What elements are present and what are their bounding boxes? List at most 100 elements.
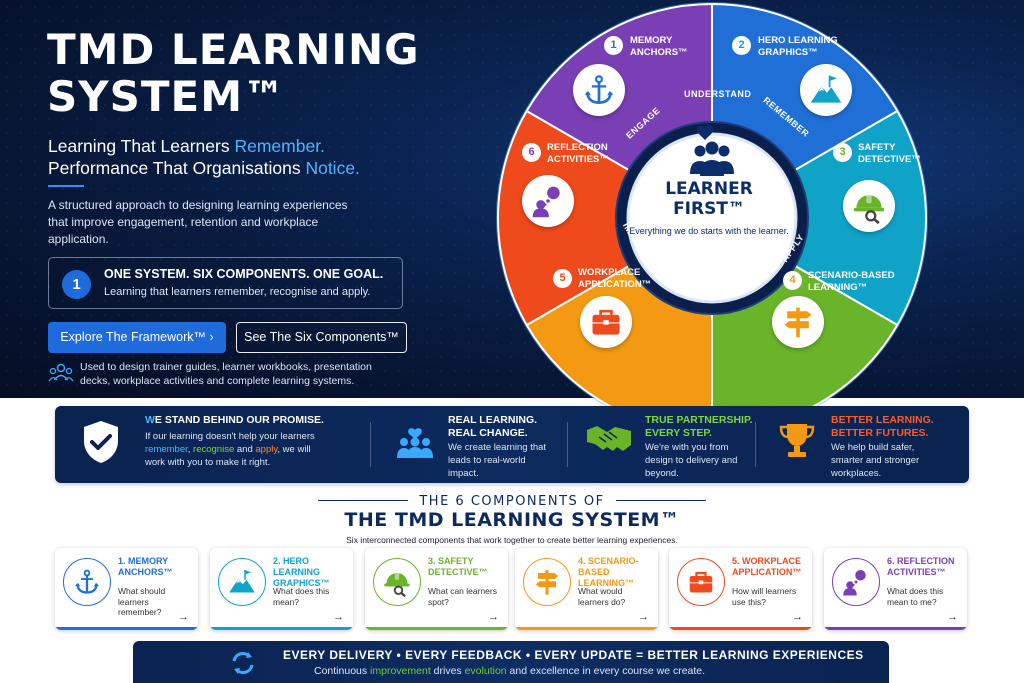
component-card-2[interactable]: 2. HERO LEARNING GRAPHICS™ What does thi…: [210, 548, 353, 630]
ring-word-understand: UNDERSTAND: [684, 89, 752, 99]
segment-label-5[interactable]: WORKPLACE APPLICATION™: [578, 267, 651, 291]
segment-icon-badge-1[interactable]: [573, 64, 625, 116]
segment-label-3[interactable]: SAFETY DETECTIVE™: [858, 142, 921, 166]
segment-label-line1: WORKPLACE: [578, 267, 641, 278]
card-question: What can learners spot?: [428, 586, 497, 607]
promise-and: and: [234, 444, 256, 455]
goal-title: ONE SYSTEM. SIX COMPONENTS. ONE GOAL.: [104, 267, 384, 281]
briefcase-icon: [689, 571, 713, 593]
center-title: LEARNER FIRST™: [616, 179, 802, 219]
goal-text: Learning that learners remember, recogni…: [104, 286, 371, 298]
promise-text-line1: If our learning doesn't help your learne…: [145, 431, 315, 442]
segment-number-3: 3: [833, 143, 852, 162]
promise-item-3-title-line1: BETTER LEARNING.: [831, 414, 934, 426]
signpost-icon: [535, 570, 559, 595]
mountain-flag-icon: [229, 570, 255, 593]
card-icon-badge: [523, 558, 571, 606]
promise-item-1-title-line2: REAL CHANGE.: [448, 427, 528, 439]
segment-label-line2: DETECTIVE™: [858, 154, 921, 165]
card-title-line1: 6. REFLECTION: [887, 556, 955, 566]
promise-bar: WE STAND BEHIND OUR PROMISE. If our lear…: [55, 406, 969, 483]
promise-title-initial: W: [145, 414, 155, 426]
promise-main-text: If our learning doesn't help your learne…: [145, 430, 405, 469]
card-title: 5. WORKPLACE APPLICATION™: [732, 556, 810, 578]
center-title-line1: LEARNER: [665, 179, 753, 199]
hero-divider: [48, 185, 84, 187]
card-accent-bar: [365, 627, 508, 630]
card-accent-bar: [515, 627, 658, 630]
segment-label-line2: GRAPHICS™: [758, 47, 818, 58]
segment-label-line1: HERO LEARNING: [758, 35, 838, 46]
card-icon-badge: [63, 558, 111, 606]
anchor-icon: [75, 569, 99, 594]
wheel-segment-2[interactable]: [710, 109, 927, 327]
segment-icon-badge-6[interactable]: [522, 175, 574, 227]
hero-subtitle-line1: Learning That Learners: [48, 136, 235, 156]
promise-item-1-text: We create learning that leads to real-wo…: [448, 442, 547, 479]
card-question: What does this mean?: [273, 586, 330, 607]
card-title: 2. HERO LEARNING GRAPHICS™: [273, 556, 351, 589]
card-accent-bar: [210, 627, 353, 630]
safety-helmet-icon: [384, 572, 410, 597]
promise-word-remember: remember: [145, 444, 188, 455]
promise-divider: [370, 422, 371, 467]
ring-word-change: CHANGE: [692, 276, 735, 286]
card-title-line1: 5. WORKPLACE: [732, 556, 802, 566]
center-text: Everything we do starts with the learner…: [629, 226, 789, 236]
segment-label-line1: MEMORY: [630, 35, 673, 46]
card-question: What should learners remember?: [118, 586, 166, 617]
promise-main-title: WE STAND BEHIND OUR PROMISE.: [145, 414, 324, 427]
card-icon-badge: [677, 558, 725, 606]
segment-icon-badge-3[interactable]: [843, 180, 895, 232]
refresh-cycle-icon: [232, 652, 254, 674]
segment-label-line1: REFLECTION: [547, 142, 608, 153]
segment-label-line1: SAFETY: [858, 142, 896, 153]
segment-label-line2: ACTIVITIES™: [547, 154, 609, 165]
promise-item-1-title: REAL LEARNING.REAL CHANGE.: [448, 414, 537, 440]
segment-label-line1: SCENARIO-BASED: [808, 270, 895, 281]
wheel-segment-5[interactable]: [497, 109, 714, 327]
explore-framework-button[interactable]: Explore The Framework™ ›: [48, 322, 226, 353]
segment-label-1[interactable]: MEMORY ANCHORS™: [630, 35, 688, 59]
see-six-components-button[interactable]: See The Six Components™: [236, 322, 407, 353]
section-kicker: THE 6 COMPONENTS OF: [419, 494, 605, 509]
component-card-1[interactable]: 1. MEMORY ANCHORS™ What should learners …: [55, 548, 198, 630]
hero-description: A structured approach to designing learn…: [48, 198, 348, 246]
promise-item-1-title-line1: REAL LEARNING.: [448, 414, 538, 426]
arrow-right-icon[interactable]: →: [792, 611, 803, 623]
segment-number-1: 1: [604, 36, 623, 55]
safety-helmet-icon: [853, 194, 885, 224]
card-accent-bar: [669, 627, 812, 630]
section-subtitle: Six interconnected components that work …: [346, 535, 678, 545]
arrow-right-icon[interactable]: →: [947, 611, 958, 623]
card-title-line2: LEARNING™: [578, 578, 634, 588]
card-title-line2: DETECTIVE™: [428, 567, 488, 577]
arrow-right-icon[interactable]: →: [488, 611, 499, 623]
card-title-line2: ANCHORS™: [118, 567, 173, 577]
component-card-5[interactable]: 5. WORKPLACE APPLICATION™ How will learn…: [669, 548, 812, 630]
arrow-right-icon[interactable]: →: [178, 611, 189, 623]
briefcase-icon: [592, 309, 620, 335]
component-card-6[interactable]: 6. REFLECTION ACTIVITIES™ What does this…: [824, 548, 967, 630]
segment-icon-badge-2[interactable]: [800, 64, 852, 116]
component-card-4[interactable]: 4. SCENARIO-BASED LEARNING™ What would l…: [515, 548, 658, 630]
segment-label-line2: ANCHORS™: [630, 47, 688, 58]
segment-icon-badge-4[interactable]: [772, 296, 824, 348]
thinking-person-icon: [532, 186, 560, 218]
segment-icon-badge-5[interactable]: [580, 296, 632, 348]
component-card-3[interactable]: 3. SAFETY DETECTIVE™ What can learners s…: [365, 548, 508, 630]
promise-divider: [567, 422, 568, 467]
card-title: 4. SCENARIO-BASED LEARNING™: [578, 556, 656, 589]
continuous-improvement-bar: EVERY DELIVERY • EVERY FEEDBACK • EVERY …: [133, 641, 889, 683]
segment-label-2[interactable]: HERO LEARNING GRAPHICS™: [758, 35, 838, 59]
segment-label-4[interactable]: SCENARIO-BASED LEARNING™: [808, 270, 895, 294]
card-question: How will learners use this?: [732, 586, 797, 607]
segment-label-6[interactable]: REFLECTION ACTIVITIES™: [547, 142, 609, 166]
arrow-right-icon[interactable]: →: [333, 611, 344, 623]
anchor-icon: [584, 75, 614, 104]
segment-label-line2: LEARNING™: [808, 282, 868, 293]
arrow-right-icon[interactable]: →: [638, 611, 649, 623]
promise-item-2-text: We're with you from design to delivery a…: [645, 442, 738, 479]
section-title: THE TMD LEARNING SYSTEM™: [344, 509, 680, 531]
card-accent-bar: [55, 627, 198, 630]
